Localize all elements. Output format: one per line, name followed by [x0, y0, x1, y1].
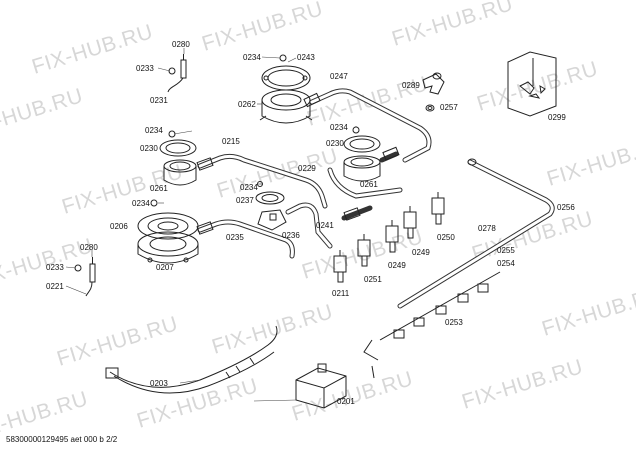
label-0236: 0236	[282, 231, 300, 240]
label-0207: 0207	[156, 263, 174, 272]
label-0261: 0261	[360, 180, 378, 189]
label-0261: 0261	[150, 184, 168, 193]
gas-pipe-0215	[196, 153, 328, 209]
label-0229: 0229	[298, 164, 316, 173]
label-0262: 0262	[238, 100, 256, 109]
document-footer-code: 58300000129495 aet 000 b 2/2	[6, 435, 118, 444]
label-0243: 0243	[297, 53, 315, 62]
gas-pipe-0241	[285, 202, 373, 249]
label-0203: 0203	[150, 379, 168, 388]
gas-tap	[333, 250, 347, 283]
label-0249: 0249	[412, 248, 430, 257]
part-number-labels: 0280 0233 0231 0234 0243 0262 0247 0289 …	[46, 40, 575, 406]
parts-bag	[507, 51, 557, 117]
label-0241: 0241	[316, 221, 334, 230]
burner-medium-right	[343, 126, 381, 182]
thermocouple-top	[167, 54, 187, 93]
ignition-switch-row	[363, 271, 501, 379]
label-0247: 0247	[330, 72, 348, 81]
label-0278: 0278	[478, 224, 496, 233]
label-0299: 0299	[548, 113, 566, 122]
label-0289: 0289	[402, 81, 420, 90]
label-0253: 0253	[445, 318, 463, 327]
label-0233: 0233	[46, 263, 64, 272]
label-0230: 0230	[326, 139, 344, 148]
label-0201: 0201	[337, 397, 355, 406]
gas-pipe-0229	[327, 146, 403, 199]
label-0234: 0234	[132, 199, 150, 208]
burner-small	[255, 181, 287, 231]
label-0233: 0233	[136, 64, 154, 73]
label-0257: 0257	[440, 103, 458, 112]
label-0221: 0221	[46, 282, 64, 291]
label-0251: 0251	[364, 275, 382, 284]
label-0280: 0280	[80, 243, 98, 252]
label-0249: 0249	[388, 261, 406, 270]
label-0206: 0206	[110, 222, 128, 231]
gas-tap	[431, 192, 445, 225]
label-0211: 0211	[332, 289, 350, 298]
label-0234: 0234	[243, 53, 261, 62]
label-0231: 0231	[150, 96, 168, 105]
label-0255: 0255	[497, 246, 515, 255]
label-0237: 0237	[236, 196, 254, 205]
label-0280: 0280	[172, 40, 190, 49]
label-0254: 0254	[497, 259, 515, 268]
label-0234: 0234	[330, 123, 348, 132]
leader-lines	[65, 48, 357, 402]
gas-manifold	[397, 158, 555, 309]
label-0215: 0215	[222, 137, 240, 146]
gas-pipe-0247	[303, 88, 432, 163]
thermocouple-bottom	[74, 257, 96, 297]
burner-medium-left	[159, 130, 197, 186]
label-0235: 0235	[226, 233, 244, 242]
label-0256: 0256	[557, 203, 575, 212]
label-0234: 0234	[240, 183, 258, 192]
label-0234: 0234	[145, 126, 163, 135]
elbow-fitting	[422, 72, 445, 112]
gas-tap	[403, 206, 417, 239]
gas-tap	[357, 234, 371, 267]
label-0230: 0230	[140, 144, 158, 153]
burner-wok	[137, 199, 199, 264]
gas-tap	[385, 220, 399, 253]
gas-tap-row	[333, 192, 445, 283]
burner-large	[259, 54, 313, 124]
wiring-harness	[105, 325, 278, 394]
label-0250: 0250	[437, 233, 455, 242]
gas-pipe-0235	[196, 219, 295, 259]
